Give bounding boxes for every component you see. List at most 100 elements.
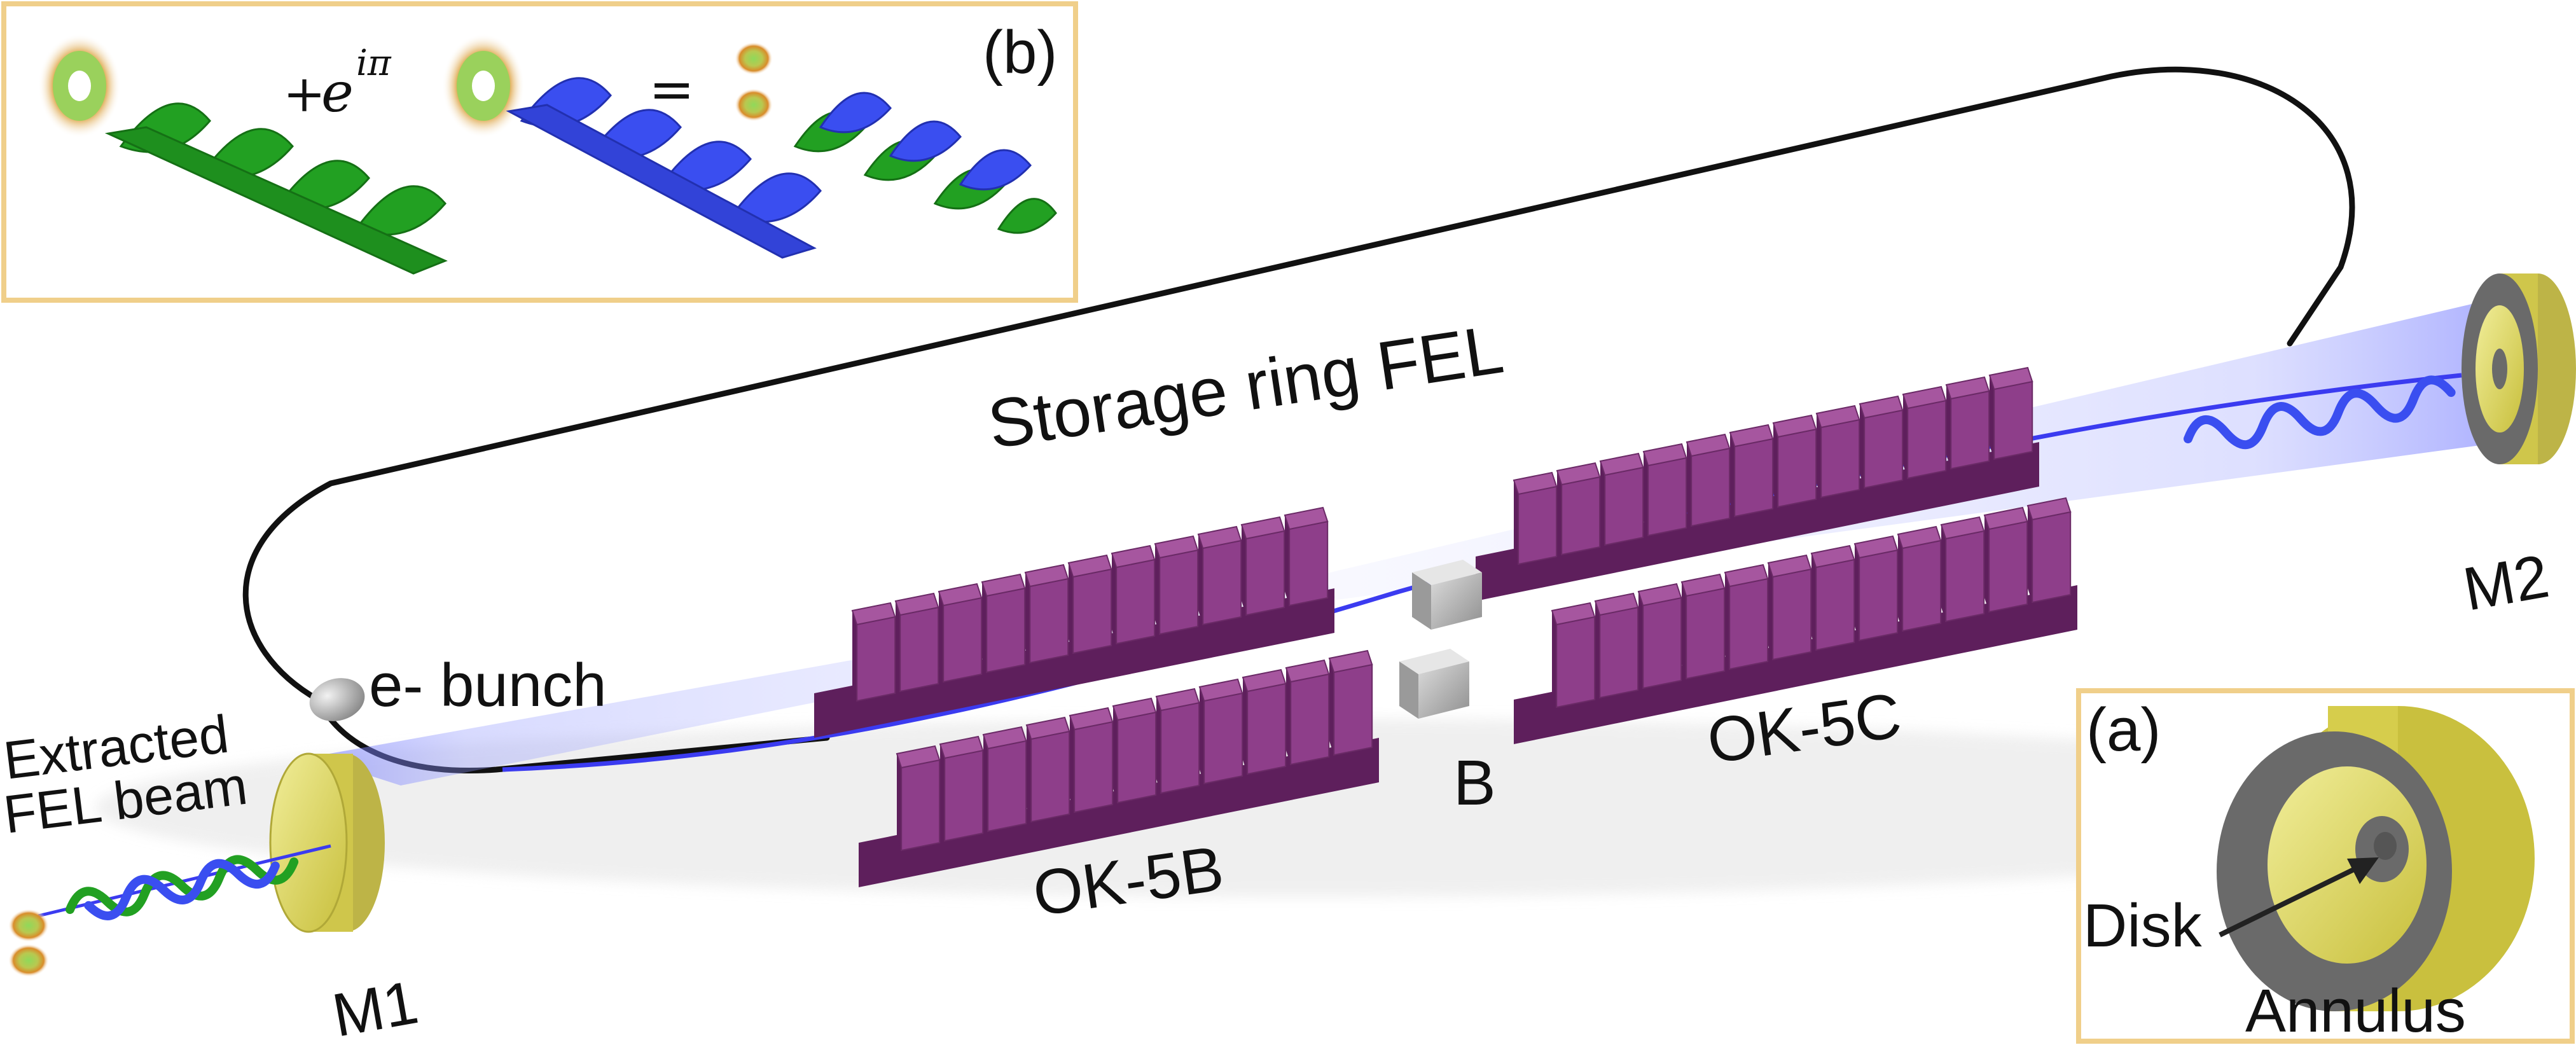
- ok5c-front-block-face: [1686, 587, 1726, 680]
- ok5c-back-block-face: [1820, 419, 1860, 499]
- undulator-ok5c-front: [1514, 497, 2077, 744]
- buncher-label: B: [1453, 747, 1496, 819]
- ok5c-front-block-top: [1810, 544, 1855, 569]
- ok5c-front-block-face: [1859, 549, 1899, 642]
- ok5c-front-block-face: [2032, 511, 2072, 604]
- ok5b-back-block-side: [939, 592, 944, 682]
- ok5c-back-block-side: [1687, 442, 1692, 526]
- combined-helix: [793, 92, 1057, 234]
- floor-shadow: [95, 719, 2512, 897]
- ok5c-front-block-top: [1853, 535, 1899, 559]
- ok5b-back-block-face: [1159, 549, 1199, 635]
- ok5b-back-block-side: [982, 582, 987, 672]
- inset-a-tag: (a): [2086, 696, 2161, 764]
- annulus-mirror: [2217, 706, 2535, 1011]
- ok5b-back-block-face: [1289, 520, 1329, 607]
- ok5b-back-block-top: [1197, 525, 1242, 550]
- ok5b-back-block-top: [1154, 535, 1199, 559]
- ok5c-back-block-side: [1946, 385, 1951, 469]
- ok5c-front-block-face: [1945, 530, 1985, 623]
- ok5b-front-block-side: [1243, 677, 1248, 774]
- ok5b-back-block-top: [1240, 516, 1285, 540]
- ok5c-back-block-side: [1730, 433, 1735, 516]
- undulator-ok5c-back: [1476, 366, 2039, 601]
- ok5c-back-block-top: [1556, 462, 1601, 486]
- ok5b-front-block-top: [1112, 697, 1157, 721]
- ok5b-back-block-top: [938, 583, 983, 607]
- inset-b: (b) + e iπ: [1, 1, 1078, 303]
- ok5c-front-block-top: [1594, 592, 1639, 616]
- ok5c-back-block-face: [1993, 380, 2033, 460]
- ok5c-back-block-side: [1644, 452, 1649, 536]
- m2-label: M2: [2458, 542, 2554, 624]
- ok5c-front-block-face: [1599, 606, 1639, 699]
- ok5c-back-block-side: [1990, 375, 1995, 459]
- ok5c-back-block-face: [1734, 438, 1774, 518]
- ok5c-front-block-face: [1729, 578, 1769, 670]
- m1-label: M1: [328, 968, 423, 1045]
- ok5b-back-block-top: [894, 592, 939, 616]
- ok5b-back-block-top: [981, 573, 1026, 597]
- ok5c-back-block-side: [1860, 404, 1865, 488]
- ok5b-front-base: [859, 738, 1379, 887]
- ok5b-back-block-face: [856, 616, 896, 702]
- ok5c-back-block-side: [1773, 423, 1778, 507]
- ok5b-back-block-top: [851, 602, 896, 626]
- ok5b-back-block-side: [1069, 563, 1074, 653]
- ok5b-front-block-top: [1025, 716, 1070, 740]
- ok5b-back-block-top: [1067, 554, 1112, 578]
- ok5b-back-block-top: [1024, 564, 1069, 588]
- output-spots: [8, 909, 49, 977]
- ok5c-back-block-face: [1950, 390, 1990, 470]
- ok5c-back-block-face: [1647, 457, 1687, 537]
- ok5c-front-block-top: [1680, 573, 1726, 597]
- ok5c-front-block-top: [1767, 554, 1812, 578]
- donut-mode-2: [442, 34, 525, 138]
- ok5c-front-block-side: [1638, 592, 1644, 688]
- ok5b-back-block-face: [986, 587, 1026, 674]
- ok5b-front-block-top: [896, 745, 941, 769]
- ok5b-front-block-top: [1285, 659, 1330, 683]
- ok5b-front-block-face: [1117, 711, 1157, 804]
- ok5b-back-block-side: [1025, 572, 1030, 663]
- ok5b-back-block-face: [1245, 530, 1285, 616]
- ok5b-front-block-side: [897, 754, 902, 850]
- ok5c-front-block-top: [2026, 497, 2072, 521]
- undulator-ok5b-front: [859, 649, 1379, 887]
- ok5b-front-block-top: [1328, 649, 1373, 674]
- ok5b-back-block-side: [1155, 544, 1160, 634]
- ok5b-back-block-side: [1242, 525, 1247, 615]
- ok5c-back-block-side: [1600, 461, 1605, 545]
- ok5c-back-block-face: [1561, 476, 1601, 556]
- ok5c-back-block-face: [1604, 466, 1644, 546]
- helix-m2: [2184, 375, 2456, 450]
- ok5b-front-block-top: [1198, 678, 1243, 702]
- ok5b-front-block-top: [1242, 668, 1287, 693]
- ok5c-back-block-face: [1864, 409, 1904, 489]
- undulator-ok5b-back: [814, 506, 1334, 738]
- ok5c-front-block-face: [1902, 539, 1942, 632]
- equals-sign: =: [649, 58, 695, 121]
- ok5b-back-block-face: [943, 597, 983, 683]
- ok5b-front-block-top: [1069, 707, 1114, 731]
- ok5b-back-block-face: [899, 606, 939, 693]
- ok5b-back-block-side: [1285, 515, 1290, 606]
- ok5c-front-block-side: [2028, 506, 2033, 602]
- ok5b-front-block-face: [1203, 692, 1243, 785]
- ok5c-front-block-face: [1815, 558, 1855, 651]
- ok5c-back-block-top: [1945, 376, 1990, 400]
- plus-sign: +: [283, 64, 326, 123]
- ok5b-back-block-side: [1112, 553, 1117, 644]
- ok5c-back-block-side: [1557, 471, 1562, 555]
- ok5c-front-block-side: [1768, 563, 1773, 660]
- ok5c-front-block-side: [1984, 515, 1990, 612]
- ok5c-back-block-face: [1691, 447, 1731, 527]
- ok5b-back-block-top: [1111, 544, 1156, 569]
- ok5c-back-block-top: [1599, 452, 1644, 476]
- ok5c-front-block-top: [1637, 583, 1682, 607]
- inset-b-tag: (b): [983, 18, 1057, 87]
- ok5c-front-block-face: [1556, 616, 1596, 709]
- ok5b-back-base: [814, 588, 1334, 738]
- ok5c-front-block-top: [1897, 525, 1942, 550]
